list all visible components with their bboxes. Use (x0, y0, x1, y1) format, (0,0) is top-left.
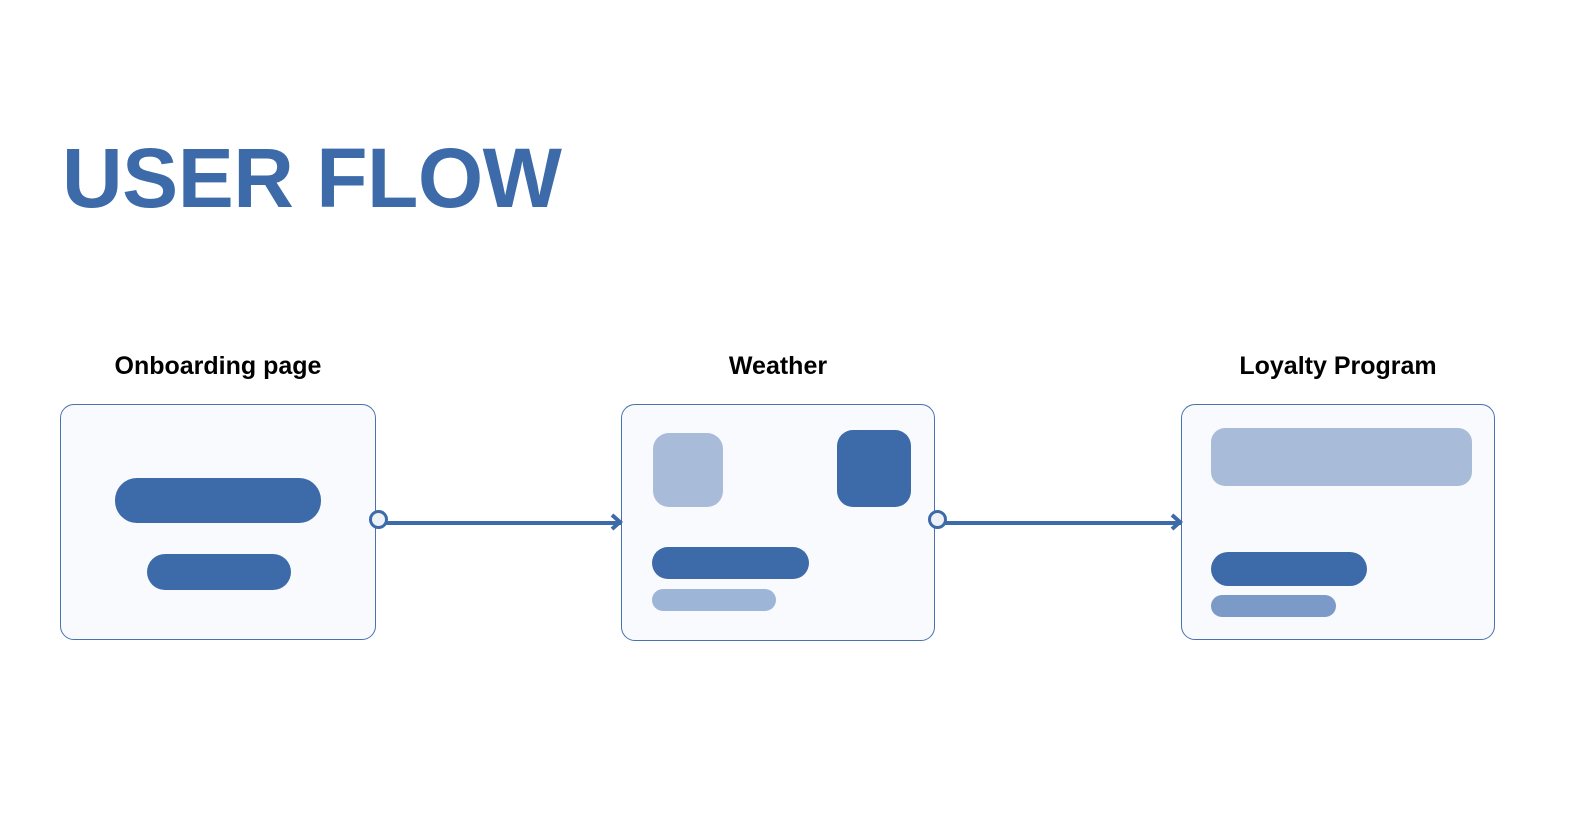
flow-node-card-loyalty-program[interactable] (1181, 404, 1495, 640)
flow-node-card-onboarding-page[interactable] (60, 404, 376, 640)
placeholder-secondary-bar (1211, 595, 1336, 617)
flow-node-loyalty-program[interactable]: Loyalty Program (1181, 352, 1495, 640)
placeholder-secondary-bar (147, 554, 291, 590)
connector-line (935, 521, 1181, 525)
connector-arrowhead-icon (605, 513, 623, 531)
connector-line (376, 521, 621, 525)
flow-node-label-onboarding-page: Onboarding page (114, 352, 322, 380)
flow-node-label-loyalty-program: Loyalty Program (1239, 352, 1437, 380)
placeholder-secondary-bar (652, 589, 776, 611)
flow-node-onboarding-page[interactable]: Onboarding page (60, 352, 376, 640)
connector-handle-dot[interactable] (928, 510, 947, 529)
placeholder-tile-light (653, 433, 723, 507)
flow-node-label-weather: Weather (728, 352, 828, 380)
connector-weather-to-loyalty[interactable] (928, 510, 1183, 536)
connector-handle-dot[interactable] (369, 510, 388, 529)
placeholder-tile-dark (837, 430, 911, 507)
connector-onboarding-to-weather[interactable] (369, 510, 623, 536)
placeholder-hero-block (1211, 428, 1472, 486)
flow-node-weather[interactable]: Weather (621, 352, 935, 641)
connector-arrowhead-icon (1165, 513, 1183, 531)
page-title: USER FLOW (62, 131, 562, 225)
placeholder-primary-bar (1211, 552, 1367, 586)
placeholder-primary-bar (115, 478, 321, 523)
placeholder-primary-bar (652, 547, 809, 579)
flow-node-card-weather[interactable] (621, 404, 935, 641)
